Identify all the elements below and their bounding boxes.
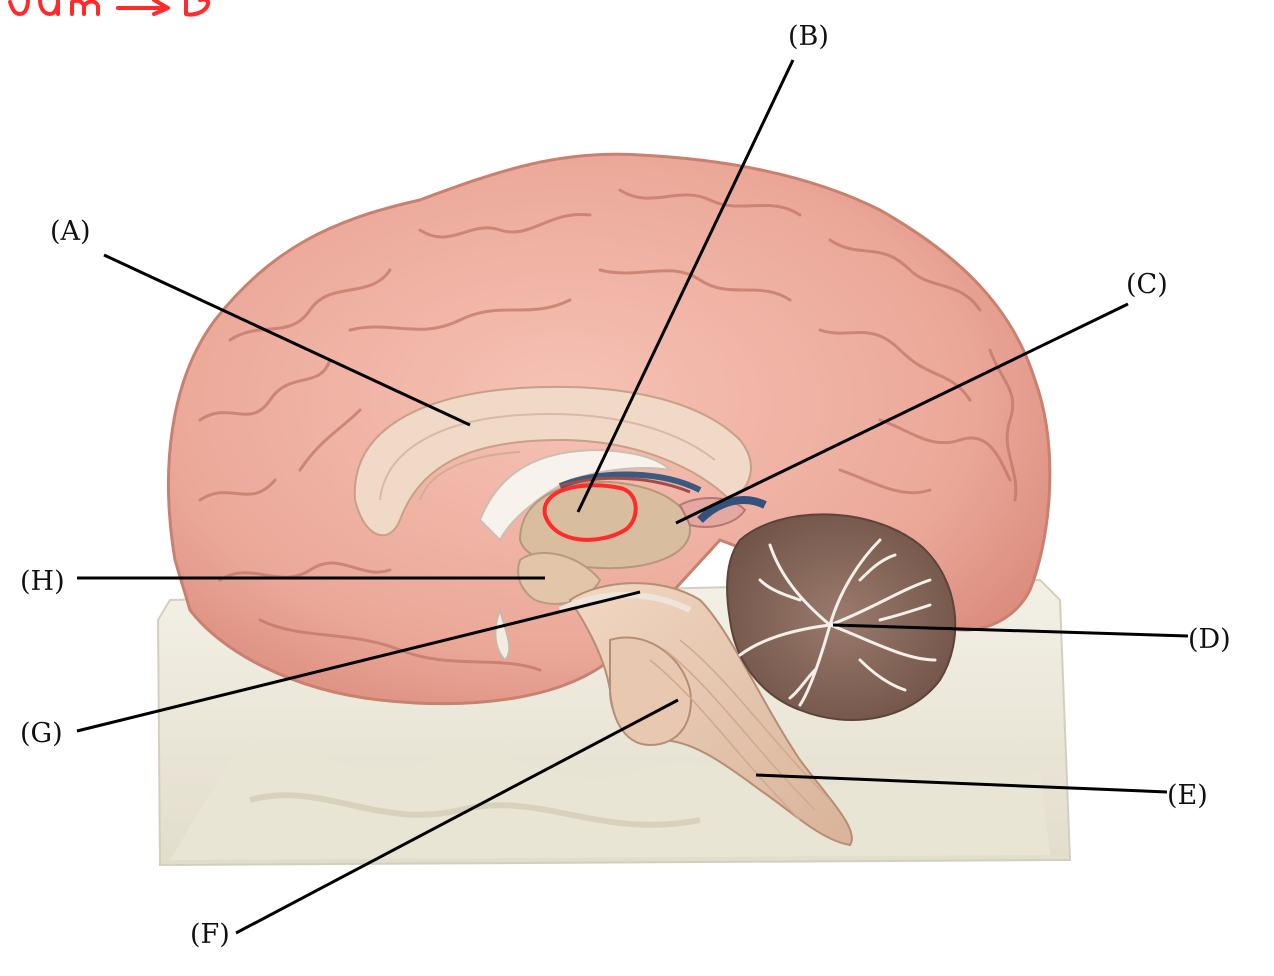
label-d: (D)	[1188, 624, 1231, 655]
leader-line-b	[576, 59, 795, 513]
pineal-region	[678, 496, 767, 528]
leader-lines	[76, 59, 1189, 935]
leader-line-d	[832, 623, 1189, 638]
leader-line-e	[755, 773, 1168, 794]
cerebellum	[726, 513, 957, 721]
handwritten-annotation	[8, 0, 211, 17]
leader-line-g	[76, 590, 641, 733]
leader-line-c	[675, 302, 1129, 525]
leader-line-f	[235, 698, 679, 935]
label-b: (B)	[788, 21, 829, 52]
labels: (A) (B) (C) (D) (E) (F) (G) (H)	[20, 21, 1231, 950]
label-a: (A)	[50, 216, 91, 247]
label-h: (H)	[20, 566, 65, 597]
label-g: (G)	[20, 718, 63, 749]
label-f: (F)	[190, 919, 230, 950]
leader-line-a	[103, 253, 471, 427]
label-e: (E)	[1167, 780, 1208, 811]
label-c: (C)	[1126, 269, 1168, 300]
